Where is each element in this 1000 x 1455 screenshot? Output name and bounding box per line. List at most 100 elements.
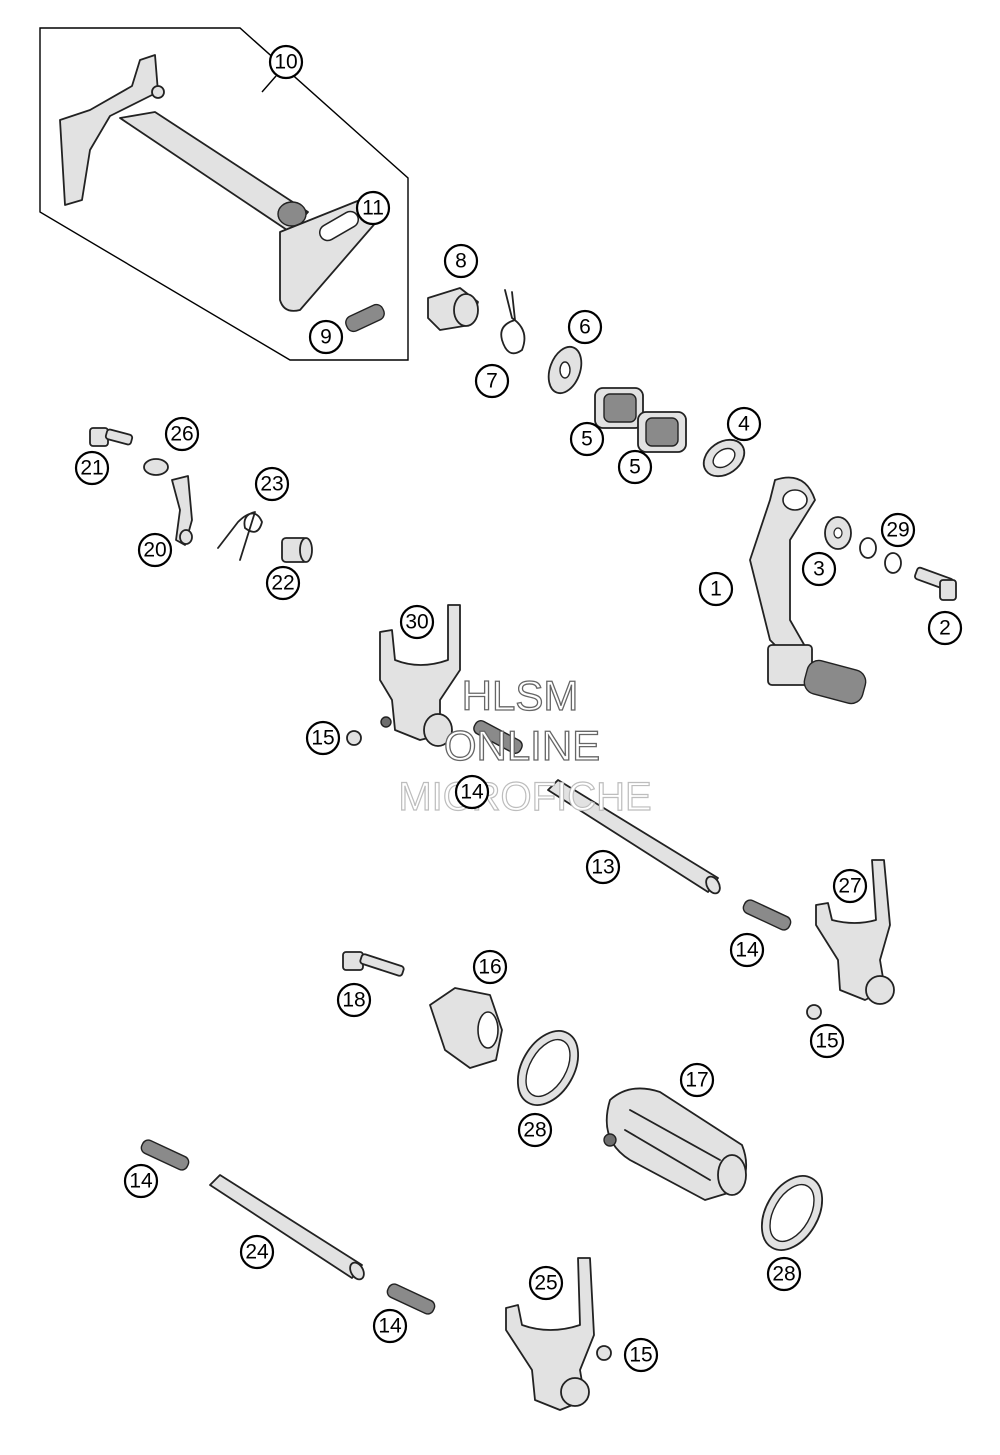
callout-21: 21 xyxy=(74,450,110,486)
callout-7: 7 xyxy=(474,363,510,399)
clip-7 xyxy=(500,289,526,355)
shift-star-16 xyxy=(429,987,503,1069)
watermark-line2: ONLINE xyxy=(444,722,600,769)
svg-text:11: 11 xyxy=(362,197,384,220)
watermark-line1: HLSM xyxy=(462,672,579,719)
bolt-18 xyxy=(342,951,405,977)
shift-fork-27 xyxy=(815,859,895,1005)
shift-fork-30 xyxy=(379,604,461,747)
svg-text:20: 20 xyxy=(143,539,166,562)
svg-text:5: 5 xyxy=(581,428,593,451)
callout-16: 16 xyxy=(472,949,508,985)
callout-14c: 14 xyxy=(123,1163,159,1199)
svg-text:30: 30 xyxy=(405,611,428,634)
svg-text:29: 29 xyxy=(886,519,909,542)
lever-20 xyxy=(171,475,193,546)
watermark-line3: MICROFICHE xyxy=(398,775,651,819)
callout-25: 25 xyxy=(528,1265,564,1301)
callout-15a: 15 xyxy=(305,720,341,756)
pin-15b xyxy=(806,1004,822,1020)
svg-text:15: 15 xyxy=(629,1344,652,1367)
callout-8: 8 xyxy=(443,243,479,279)
callout-30: 30 xyxy=(399,604,435,640)
callout-24: 24 xyxy=(239,1234,275,1270)
svg-text:1: 1 xyxy=(710,578,722,601)
svg-text:22: 22 xyxy=(271,572,294,595)
callout-5b: 5 xyxy=(617,449,653,485)
callout-28b: 28 xyxy=(766,1256,802,1292)
svg-text:18: 18 xyxy=(342,989,365,1012)
callout-28a: 28 xyxy=(517,1112,553,1148)
rail-13 xyxy=(547,779,719,893)
callout-15b: 15 xyxy=(809,1023,845,1059)
assembly-frame xyxy=(39,27,409,361)
svg-text:2: 2 xyxy=(939,617,951,640)
callout-2: 2 xyxy=(927,610,963,646)
svg-text:17: 17 xyxy=(685,1069,708,1092)
spring-9 xyxy=(345,303,385,333)
shift-drum-17 xyxy=(603,1087,748,1201)
spring-14c xyxy=(140,1139,190,1171)
spring-14b xyxy=(742,899,792,931)
callout-27: 27 xyxy=(832,868,868,904)
svg-text:7: 7 xyxy=(486,370,498,393)
callout-18: 18 xyxy=(336,982,372,1018)
svg-text:4: 4 xyxy=(738,413,750,436)
svg-text:27: 27 xyxy=(838,875,861,898)
callout-14b: 14 xyxy=(729,932,765,968)
shift-lever xyxy=(749,476,867,705)
callout-26: 26 xyxy=(164,416,200,452)
rail-24 xyxy=(209,1174,363,1279)
washer-29a xyxy=(859,537,877,559)
svg-text:14: 14 xyxy=(460,781,484,804)
callout-23: 23 xyxy=(254,466,290,502)
callout-22: 22 xyxy=(265,565,301,601)
svg-text:14: 14 xyxy=(129,1170,153,1193)
shift-fork-25 xyxy=(505,1257,595,1411)
bearing-28a xyxy=(516,1030,580,1106)
bolt-2 xyxy=(914,566,957,601)
spring-23 xyxy=(217,511,263,561)
svg-text:10: 10 xyxy=(274,51,297,74)
callout-17: 17 xyxy=(679,1062,715,1098)
svg-text:25: 25 xyxy=(534,1272,557,1295)
bushing-8 xyxy=(427,287,479,331)
svg-text:23: 23 xyxy=(260,473,283,496)
svg-text:14: 14 xyxy=(378,1315,402,1338)
svg-text:8: 8 xyxy=(455,250,467,273)
washer-29b xyxy=(884,552,902,574)
svg-text:9: 9 xyxy=(320,326,332,349)
bearing-28b xyxy=(760,1175,824,1251)
svg-text:15: 15 xyxy=(311,727,334,750)
callout-13: 13 xyxy=(585,849,621,885)
svg-text:28: 28 xyxy=(772,1263,795,1286)
svg-text:5: 5 xyxy=(629,456,641,479)
spring-14a xyxy=(473,720,523,754)
svg-text:15: 15 xyxy=(815,1030,838,1053)
callout-10: 10 xyxy=(268,44,304,80)
svg-text:24: 24 xyxy=(245,1241,269,1264)
svg-text:21: 21 xyxy=(80,457,103,480)
leader-lines xyxy=(261,75,277,93)
washer-26 xyxy=(143,458,169,476)
callout-11: 11 xyxy=(355,190,391,226)
svg-text:6: 6 xyxy=(579,316,591,339)
spring-14d xyxy=(386,1283,436,1315)
callout-14d: 14 xyxy=(372,1308,408,1344)
callout-5a: 5 xyxy=(569,421,605,457)
callout-29: 29 xyxy=(880,512,916,548)
roller-22 xyxy=(281,537,313,563)
shift-shaft xyxy=(59,54,309,233)
svg-text:14: 14 xyxy=(735,939,759,962)
svg-text:28: 28 xyxy=(523,1119,546,1142)
watermark: HLSM ONLINE MICROFICHE xyxy=(398,671,653,819)
callout-15c: 15 xyxy=(623,1337,659,1373)
svg-text:13: 13 xyxy=(591,856,614,879)
svg-text:26: 26 xyxy=(170,423,193,446)
callout-3: 3 xyxy=(801,551,837,587)
callout-4: 4 xyxy=(726,406,762,442)
pin-15c xyxy=(596,1345,612,1361)
callout-6: 6 xyxy=(567,309,603,345)
